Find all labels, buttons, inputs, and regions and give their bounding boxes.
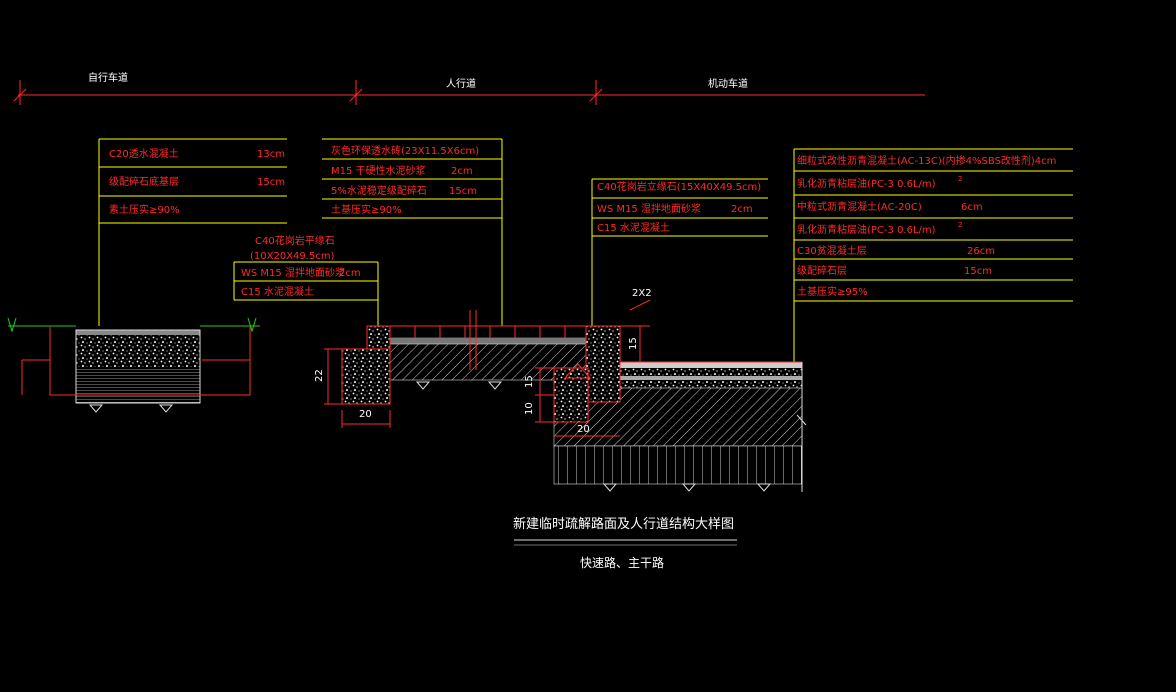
drawing-title: 新建临时疏解路面及人行道结构大样图 — [513, 516, 734, 532]
road-layer-3-name: 中粒式沥青混凝土(AC-20C) — [797, 200, 922, 213]
sidewalk-layer-2-value: 2cm — [451, 166, 473, 177]
road-layer-2-sup: 2 — [958, 175, 962, 183]
bike-layer-1-value: 13cm — [257, 149, 285, 160]
road-layer-4-name: 乳化沥青粘层油(PC-3 0.6L/m) — [797, 223, 936, 236]
sidewalk-legend-lines — [322, 138, 503, 348]
sidewalk-section — [341, 310, 591, 405]
drawing-subtitle: 快速路、主干路 — [580, 555, 664, 570]
road-layer-6-value: 15cm — [964, 266, 992, 277]
dim-large-curb-height-b: 10 — [524, 402, 535, 415]
sidewalk-layer-3-value: 15cm — [449, 186, 477, 197]
large-curb-layer-2-name: WS M15 湿拌地面砂浆 — [597, 202, 701, 215]
sidewalk-layer-2-name: M15 干硬性水泥砂浆 — [331, 164, 426, 177]
road-layer-2-name: 乳化沥青粘层油(PC-3 0.6L/m) — [797, 177, 936, 190]
small-curb-layer-2-value: 2cm — [339, 268, 361, 279]
road-section — [553, 325, 807, 492]
sidewalk-layer-3-name: 5%水泥稳定级配碎石 — [331, 184, 427, 197]
large-curb-layer-3-name: C15 水泥混凝土 — [597, 221, 670, 234]
dim-large-curb-height-a: 15 — [524, 375, 535, 388]
small-curb-dims — [324, 348, 391, 428]
large-curb-layer-2-value: 2cm — [731, 204, 753, 215]
road-layer-7-name: 土基压实≥95% — [797, 285, 868, 298]
bike-lane-legend-lines — [98, 138, 287, 326]
zone-sidewalk: 人行道 — [446, 77, 476, 90]
sidewalk-layer-4-name: 土基压实≥90% — [331, 203, 402, 216]
road-layer-5-value: 26cm — [967, 246, 995, 257]
zone-bike-lane: 自行车道 — [88, 71, 128, 84]
sidewalk-layer-1-name: 灰色环保透水砖(23X11.5X6cm) — [331, 144, 479, 157]
zone-motor-lane: 机动车道 — [708, 77, 748, 90]
dim-chamfer: 2X2 — [632, 288, 652, 299]
zone-dimension-line — [13, 80, 925, 105]
small-curb-layer-3-name: C15 水泥混凝土 — [241, 285, 314, 298]
bike-lane-section — [7, 317, 260, 413]
large-curb-legend-lines — [591, 178, 768, 333]
small-curb-layer-1-size: (10X20X49.5cm) — [250, 251, 335, 262]
bike-layer-1-name: C20透水混凝土 — [109, 147, 179, 160]
dim-curb-top-height: 15 — [628, 337, 639, 350]
dim-small-curb-width: 20 — [359, 409, 372, 420]
road-layer-3-value: 6cm — [961, 202, 983, 213]
bike-layer-3-name: 素土压实≥90% — [109, 203, 180, 216]
large-curb-layer-1-name: C40花岗岩立缘石(15X40X49.5cm) — [597, 180, 761, 193]
road-layer-6-name: 级配碎石层 — [797, 264, 847, 277]
road-layer-5-name: C30贫混凝土层 — [797, 244, 867, 257]
small-curb-layer-1-name: C40花岗岩平缘石 — [255, 234, 335, 247]
bike-layer-2-name: 级配碎石底基层 — [109, 175, 179, 188]
large-curb-dims — [535, 299, 651, 437]
bike-layer-2-value: 15cm — [257, 177, 285, 188]
dim-small-curb-height: 22 — [314, 369, 325, 382]
small-curb-layer-2-name: WS M15 湿拌地面砂浆 — [241, 266, 345, 279]
road-layer-1-name: 细粒式改性沥青混凝土(AC-13C)(内掺4%SBS改性剂)4cm — [797, 154, 1056, 167]
dim-large-curb-width: 20 — [577, 424, 590, 435]
road-layer-4-sup: 2 — [958, 221, 962, 229]
small-curb-legend-lines — [233, 261, 379, 330]
road-legend-lines — [793, 148, 1073, 415]
